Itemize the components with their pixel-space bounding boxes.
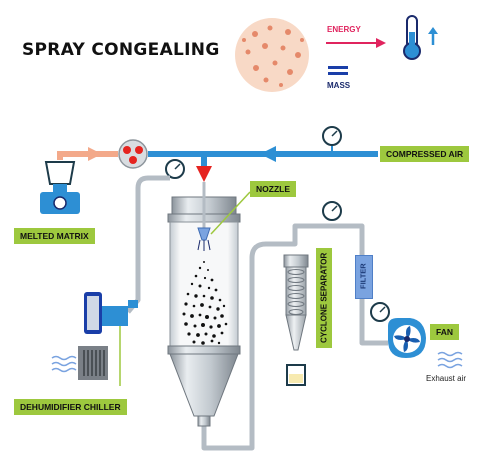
melted-matrix-label: MELTED MATRIX [14, 228, 95, 244]
particle-sphere-icon [235, 18, 309, 92]
compressed-air-line [148, 144, 378, 166]
cyclone-separator-icon [283, 254, 309, 386]
dehumidifier-chiller-icon [78, 292, 138, 380]
cold-air-icon [51, 355, 77, 373]
cyclone-separator-label: CYCLONE SEPARATOR [316, 248, 332, 348]
melted-matrix-line [57, 147, 118, 161]
exhaust-air-icon [437, 351, 463, 369]
dehumidifier-chiller-label: DEHUMIDIFIER CHILLER [14, 399, 127, 415]
filter-label: FILTER [358, 263, 368, 289]
page-title: SPRAY CONGEALING [22, 40, 220, 60]
thermometer-icon [403, 15, 438, 60]
filter-box [355, 255, 373, 299]
nozzle-indicator-icon [196, 166, 212, 182]
nozzle-label: NOZZLE [250, 181, 296, 197]
pressure-gauge-icon [322, 201, 342, 221]
pressure-gauge-icon [370, 302, 390, 322]
mass-equals-icon [328, 66, 348, 75]
process-pipes [126, 175, 388, 451]
exhaust-air-label: Exhaust air [426, 374, 467, 383]
fan-icon [388, 318, 426, 358]
nozzle-pointer [210, 191, 251, 235]
pressure-gauge-icon [165, 159, 185, 179]
compressed-air-label: COMPRESSED AIR [380, 146, 470, 162]
fan-label: FAN [430, 324, 459, 340]
mass-label: MASS [327, 81, 351, 90]
nozzle-icon [197, 182, 211, 251]
particle-spray [182, 261, 228, 345]
energy-label: ENERGY [327, 25, 361, 34]
pressure-gauge-icon [322, 126, 342, 146]
pump-icon [118, 139, 148, 169]
scale-icon [40, 161, 80, 214]
energy-arrow [326, 38, 386, 48]
